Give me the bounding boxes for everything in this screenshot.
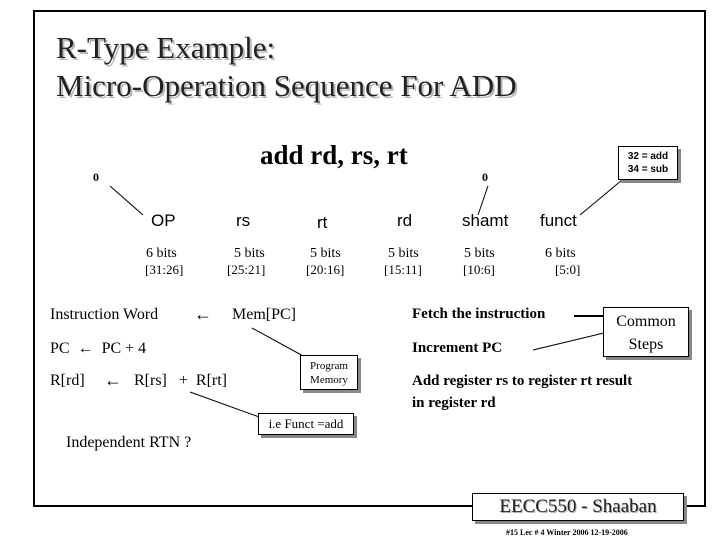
slide-frame bbox=[33, 10, 706, 507]
desc-fetch: Fetch the instruction bbox=[412, 306, 546, 322]
field-range-shamt: [10:6] bbox=[463, 262, 495, 277]
op-code-note-add: 32 = add bbox=[627, 151, 669, 162]
op-code-note: 32 = add 34 = sub bbox=[618, 146, 678, 180]
common-steps-line-1: Common bbox=[616, 313, 676, 330]
common-steps-line-2: Steps bbox=[628, 336, 664, 353]
bit-label-right: 0 bbox=[482, 170, 488, 184]
field-bits-op: 6 bits bbox=[146, 246, 177, 261]
field-name-shamt: shamt bbox=[462, 211, 509, 230]
bit-left-pointer bbox=[109, 185, 144, 216]
field-range-rt: [20:16] bbox=[306, 262, 345, 277]
field-name-rs: rs bbox=[236, 211, 251, 230]
funct-callout: i.e Funct =add bbox=[258, 413, 354, 435]
program-memory-callout: Program Memory bbox=[300, 355, 358, 390]
field-range-funct: [5:0] bbox=[555, 262, 581, 277]
independent-rtn-question: Independent RTN ? bbox=[66, 434, 192, 451]
course-badge-text: EECC550 - Shaaban bbox=[499, 496, 657, 517]
field-bits-rt: 5 bits bbox=[310, 246, 341, 261]
desc-add-line-1: Add register rs to register rt result bbox=[412, 373, 633, 389]
field-range-op: [31:26] bbox=[145, 262, 184, 277]
program-memory-line-1: Program bbox=[310, 360, 348, 372]
instruction-text: add rd, rs, rt bbox=[260, 140, 408, 170]
field-bits-shamt: 5 bits bbox=[464, 246, 495, 261]
rtn-fetch-right: Mem[PC] bbox=[232, 306, 296, 323]
funct-callout-pointer bbox=[189, 391, 263, 419]
field-range-rd: [15:11] bbox=[384, 262, 422, 277]
program-memory-line-2: Memory bbox=[310, 374, 348, 386]
bit-label-left: 0 bbox=[93, 170, 99, 184]
field-bits-rd: 5 bits bbox=[388, 246, 419, 261]
field-bits-rs: 5 bits bbox=[234, 246, 265, 261]
funct-callout-text: i.e Funct =add bbox=[268, 416, 344, 431]
rtn-increment-pc: PC ← PC + 4 bbox=[50, 340, 147, 357]
slide-title-line-2: Micro-Operation Sequence For ADD bbox=[56, 68, 517, 103]
rtn-fetch-arrow: ← bbox=[194, 304, 212, 324]
common-steps-callout: Common Steps bbox=[603, 307, 689, 357]
funct-note-pointer bbox=[579, 179, 623, 216]
rtn-add-source: R[rs] + R[rt] bbox=[134, 372, 228, 389]
field-name-funct: funct bbox=[540, 211, 577, 230]
course-badge: EECC550 - Shaaban bbox=[472, 493, 684, 521]
rtn-fetch-left: Instruction Word bbox=[50, 306, 159, 323]
field-name-rd: rd bbox=[397, 211, 413, 230]
rtn-add-arrow: ← bbox=[104, 370, 122, 390]
rtn-add-dest: R[rd] bbox=[50, 372, 85, 389]
program-memory-pointer bbox=[251, 327, 306, 358]
field-name-op: OP bbox=[151, 211, 176, 230]
desc-increment: Increment PC bbox=[412, 340, 503, 356]
common-steps-pointer-2 bbox=[532, 331, 609, 351]
field-range-rs: [25:21] bbox=[227, 262, 266, 277]
bit-right-pointer bbox=[477, 185, 489, 216]
field-bits-funct: 6 bits bbox=[545, 246, 576, 261]
lecture-info: #15 Lec # 4 Winter 2006 12-19-2006 bbox=[506, 528, 628, 537]
desc-add-line-2: in register rd bbox=[412, 395, 496, 411]
field-name-rt: rt bbox=[317, 213, 328, 232]
op-code-note-sub: 34 = sub bbox=[627, 164, 669, 175]
slide-title-line-1: R-Type Example: bbox=[56, 30, 276, 65]
